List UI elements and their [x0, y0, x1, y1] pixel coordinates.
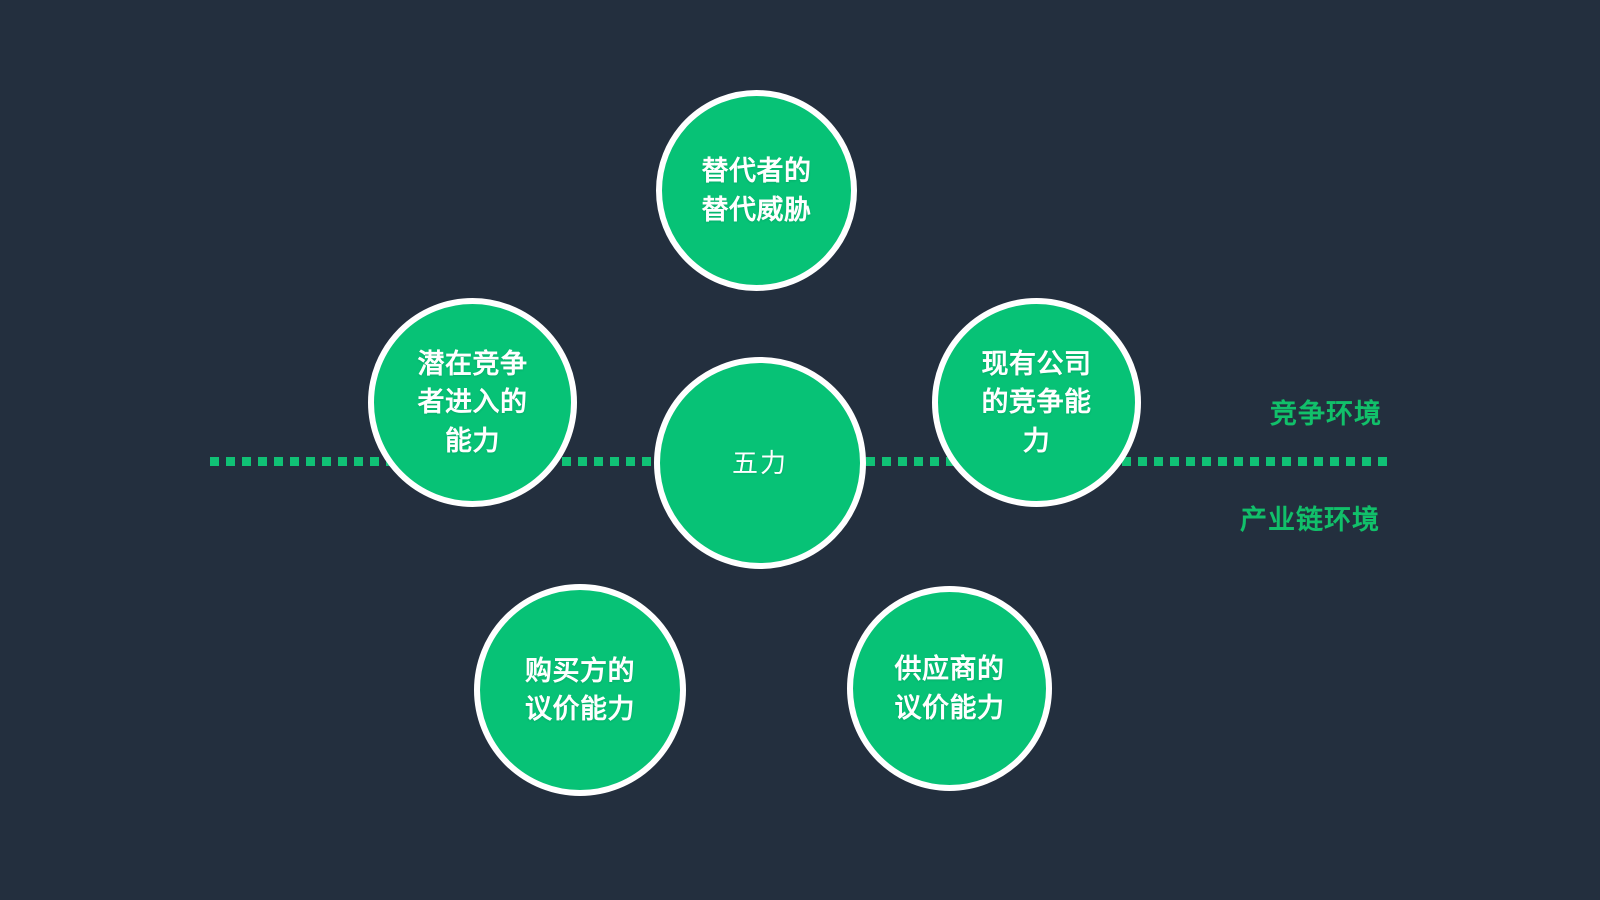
core-label-five-forces: 五力 — [731, 447, 788, 478]
force-circle-threat-of-new-entrants[interactable]: 潜在竞争 者进入的 能力 — [368, 298, 577, 507]
force-label-threat-of-new-entrants: 潜在竞争 者进入的 能力 — [417, 349, 528, 456]
force-label-threat-of-substitutes: 替代者的 替代威胁 — [701, 156, 812, 225]
force-label-industry-rivalry: 现有公司 的竞争能 力 — [981, 349, 1092, 456]
force-label-bargaining-power-of-suppliers: 供应商的 议价能力 — [894, 654, 1005, 723]
region-label-competitive-environment: 竞争环境 — [1270, 399, 1382, 429]
force-circle-bargaining-power-of-suppliers[interactable]: 供应商的 议价能力 — [847, 586, 1052, 791]
force-circle-bargaining-power-of-buyers[interactable]: 购买方的 议价能力 — [474, 584, 686, 796]
force-circle-industry-rivalry[interactable]: 现有公司 的竞争能 力 — [932, 298, 1141, 507]
region-label-industry-chain-environment: 产业链环境 — [1240, 505, 1380, 535]
force-circle-threat-of-substitutes[interactable]: 替代者的 替代威胁 — [656, 90, 857, 291]
force-label-bargaining-power-of-buyers: 购买方的 议价能力 — [525, 655, 635, 724]
core-circle-five-forces[interactable]: 五力 — [654, 357, 866, 569]
